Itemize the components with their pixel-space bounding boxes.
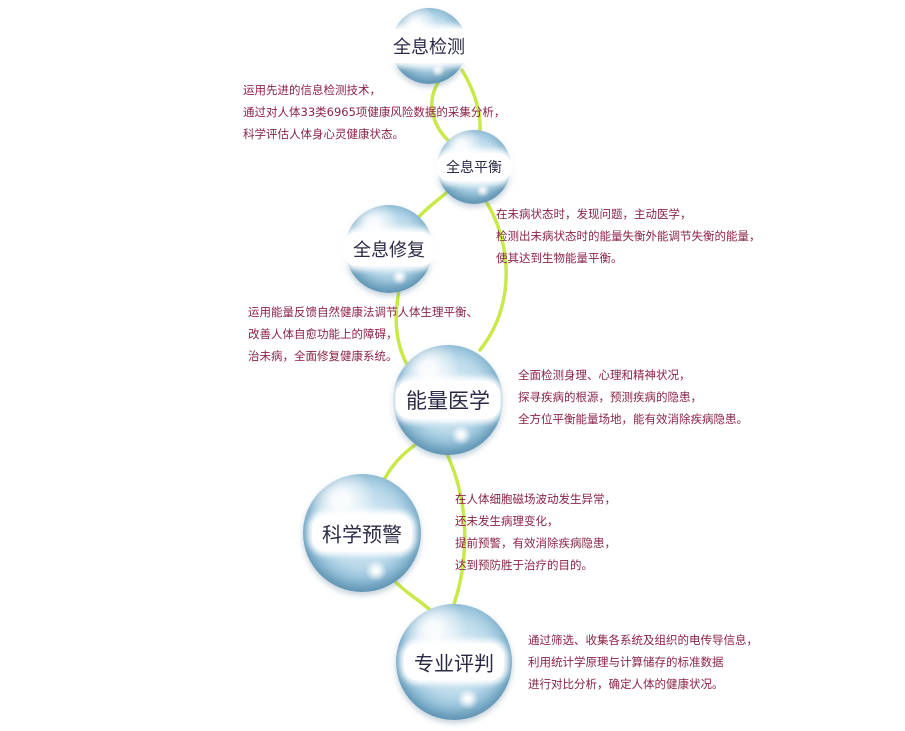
desc-line: 进行对比分析，确定人体的健康状况。	[528, 677, 724, 691]
node-bubble-full-repair: 全息修复	[343, 205, 435, 293]
node-title: 全息平衡	[436, 153, 512, 181]
desc-line: 科学评估人体身心灵健康状态。	[243, 127, 404, 141]
node-bubble-scientific-warning: 科学预警	[303, 474, 421, 592]
desc-line: 检测出未病状态时的能量失衡外能调节失衡的能量，	[496, 229, 761, 243]
node-bubble-energy-medicine: 能量医学	[393, 345, 503, 455]
node-title: 全息检测	[383, 29, 475, 63]
desc-line: 利用统计学原理与计算储存的标准数据	[528, 655, 724, 669]
node-description: 通过筛选、收集各系统及组织的电传导信息， 利用统计学原理与计算储存的标准数据 进…	[528, 629, 758, 695]
desc-line: 通过对人体33类6965项健康风险数据的采集分析，	[243, 105, 506, 119]
desc-line: 运用先进的信息检测技术，	[243, 83, 381, 97]
desc-line: 在未病状态时，发现问题，主动医学，	[496, 207, 692, 221]
node-title: 全息修复	[343, 232, 435, 266]
node-description: 运用能量反馈自然健康法调节人体生理平衡、 改善人体自愈功能上的障碍， 治未病，全…	[248, 301, 478, 367]
node-description: 运用先进的信息检测技术， 通过对人体33类6965项健康风险数据的采集分析， 科…	[243, 79, 505, 145]
desc-line: 全面检测身理、心理和精神状况，	[518, 368, 691, 382]
desc-line: 还未发生病理变化，	[455, 514, 559, 528]
node-bubble-professional-evaluation: 专业评判	[396, 604, 512, 720]
desc-line: 全方位平衡能量场地，能有效消除疾病隐患。	[518, 412, 748, 426]
node-description: 在未病状态时，发现问题，主动医学， 检测出未病状态时的能量失衡外能调节失衡的能量…	[496, 203, 761, 269]
desc-line: 达到预防胜于治疗的目的。	[455, 558, 593, 572]
node-bubble-full-balance: 全息平衡	[436, 130, 512, 204]
desc-line: 改善人体自愈功能上的障碍，	[248, 327, 398, 341]
desc-line: 在人体细胞磁场波动发生异常，	[455, 492, 616, 506]
desc-line: 通过筛选、收集各系统及组织的电传导信息，	[528, 633, 758, 647]
node-title: 科学预警	[312, 514, 412, 552]
node-bubble-full-detection: 全息检测	[383, 8, 475, 84]
desc-line: 探寻疾病的根源，预测疾病的隐患，	[518, 390, 702, 404]
node-title: 专业评判	[404, 643, 504, 681]
node-description: 全面检测身理、心理和精神状况， 探寻疾病的根源，预测疾病的隐患， 全方位平衡能量…	[518, 364, 748, 430]
desc-line: 治未病，全面修复健康系统。	[248, 349, 398, 363]
desc-line: 运用能量反馈自然健康法调节人体生理平衡、	[248, 305, 478, 319]
desc-line: 使其达到生物能量平衡。	[496, 251, 623, 265]
node-description: 在人体细胞磁场波动发生异常， 还未发生病理变化， 提前预警，有效消除疾病隐患， …	[455, 488, 616, 576]
node-title: 能量医学	[396, 381, 500, 419]
desc-line: 提前预警，有效消除疾病隐患，	[455, 536, 616, 550]
